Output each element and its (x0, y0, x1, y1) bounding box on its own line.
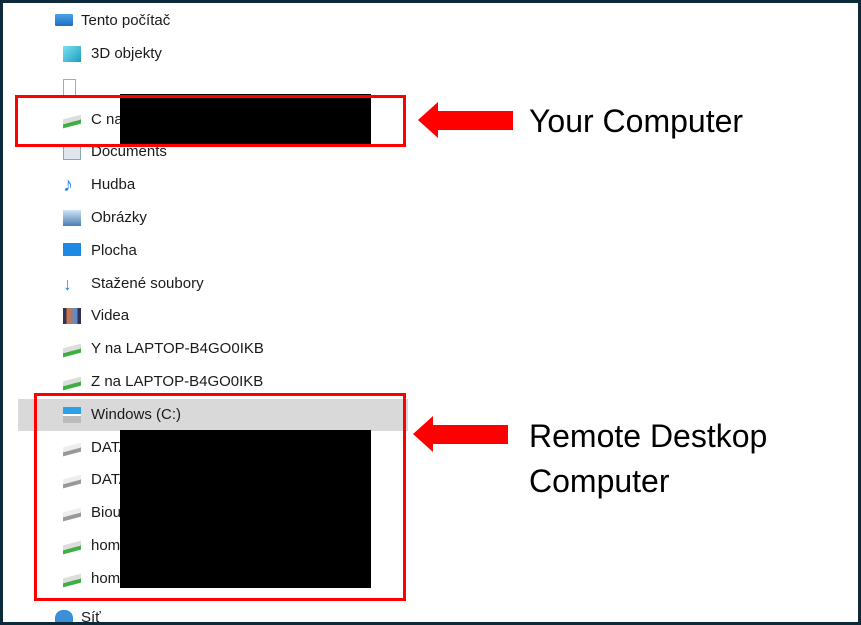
tree-item-label: C na (91, 110, 123, 128)
tree-item-label: DATA (91, 471, 129, 489)
tree-item[interactable]: Windows (C:) (18, 398, 408, 431)
tree-item-label: Plocha (91, 241, 137, 259)
tree-item[interactable]: Obrázky (18, 202, 408, 234)
tree-item[interactable]: ↓ Stažené soubory (18, 268, 408, 300)
network-drive-icon (63, 343, 81, 358)
tree-item-label: Hudba (91, 176, 136, 194)
tree-item-label: Documents (91, 143, 167, 161)
tree-item[interactable]: Videa (18, 300, 408, 332)
tree-item[interactable]: C na (18, 104, 408, 136)
videos-icon (63, 308, 81, 325)
file-icon (63, 78, 76, 96)
network-icon (55, 610, 73, 622)
redaction-block (120, 94, 371, 147)
tree-item[interactable]: hom (18, 530, 408, 562)
download-icon: ↓ (63, 273, 72, 294)
tree-item-label: Windows (C:) (91, 405, 182, 423)
tree-item-label: Z na LAPTOP-B4GO0IKB (91, 373, 264, 390)
tree-item[interactable]: DATA (18, 432, 408, 464)
arrow-left-icon (418, 102, 513, 138)
tree-item[interactable]: Y na LAPTOP-B4GO0IKB (18, 333, 408, 365)
redaction-block (120, 430, 371, 588)
tree-item[interactable]: hom (18, 563, 408, 595)
highlight-box-remote-computer (34, 393, 406, 601)
arrow-left-icon (413, 416, 508, 452)
tree-item-this-pc[interactable]: Tento počítač (18, 5, 408, 37)
tree-item-label: Y na LAPTOP-B4GO0IKB (91, 340, 264, 358)
desktop-icon (63, 242, 81, 256)
tree-item-label: Obrázky (91, 209, 147, 226)
music-icon: ♪ (63, 174, 73, 197)
tree-item-network[interactable]: Síť (18, 602, 408, 622)
tree-item-label: Videa (91, 307, 130, 325)
computer-icon (55, 14, 73, 26)
tree-item-label: DATA (91, 438, 129, 456)
label-remote-computer: Computer (529, 463, 670, 499)
tree-item[interactable]: Z na LAPTOP-B4GO0IKB (18, 366, 408, 398)
tree-item-label: Síť (81, 609, 101, 622)
label-remote-desktop: Remote Destkop (529, 418, 768, 454)
tree-item-label: 3D objekty (91, 45, 162, 62)
label-your-computer: Your Computer (529, 103, 744, 139)
tree-item-label: hom (91, 569, 121, 587)
tree-item-label: hom (91, 537, 121, 554)
screenshot-frame: Tento počítač 3D objekty C na Documents ♪ Hu… (3, 3, 858, 622)
network-drive-icon (63, 376, 81, 391)
windows-drive-icon (63, 406, 81, 423)
tree-item[interactable]: 3D objekty (18, 38, 408, 70)
tree-item[interactable]: Documents (18, 136, 408, 168)
3d-objects-icon (63, 46, 81, 62)
tree-item-label: Tento počítač (81, 12, 171, 29)
tree-item[interactable]: ♪ Hudba (18, 169, 408, 201)
tree-item[interactable]: Plocha (18, 235, 408, 267)
tree-item-label: Stažené soubory (91, 274, 204, 292)
tree-item[interactable]: DATA (18, 464, 408, 496)
tree-item-label: Biou (91, 504, 122, 522)
tree-item[interactable]: Biou (18, 497, 408, 529)
highlight-box-your-computer (15, 95, 406, 147)
pictures-icon (63, 210, 81, 226)
